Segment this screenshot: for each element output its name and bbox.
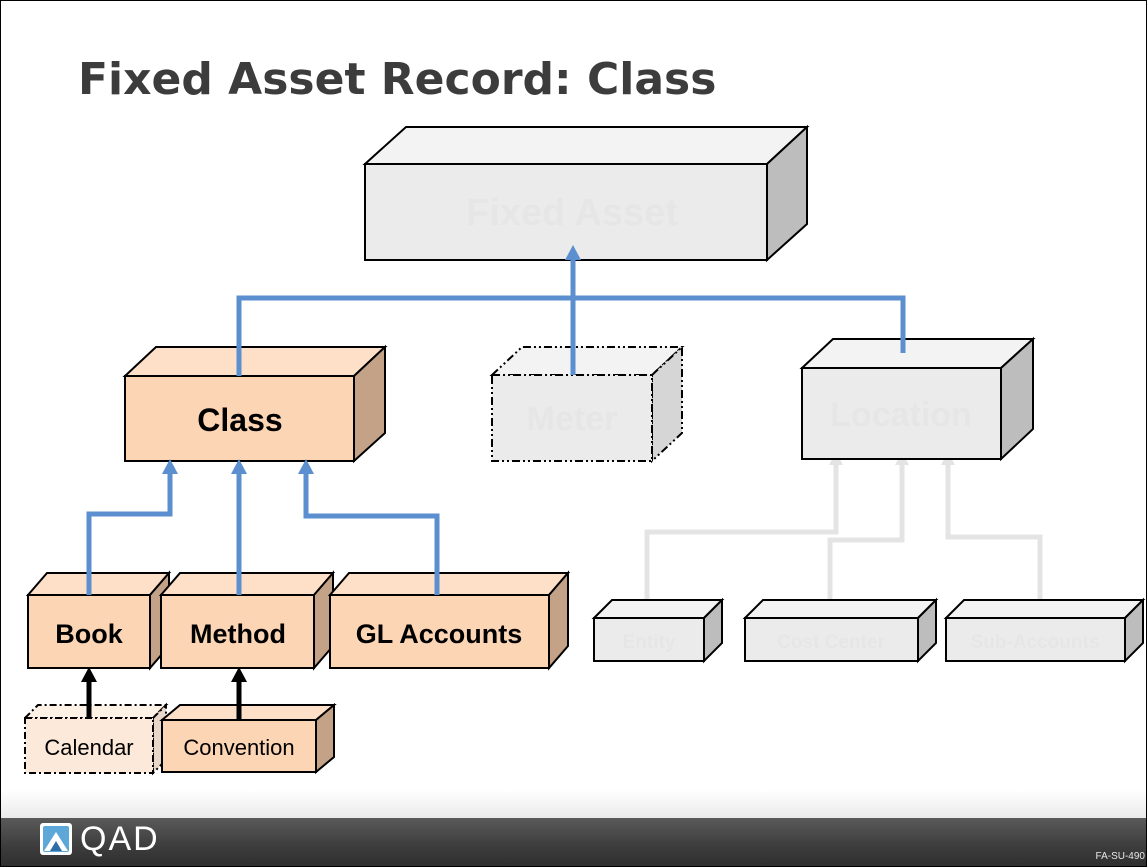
hierarchy-diagram: Fixed Asset Meter Location Class [22,124,1146,776]
costcenter-to-location-connector [827,462,905,600]
qad-logo-icon [40,823,72,855]
entity-box: Entity [591,597,725,664]
subaccounts-to-location-connector [945,462,1043,600]
page-title: Fixed Asset Record: Class [78,54,717,105]
footer-bar [0,818,1147,867]
cost-center-box: Cost Center [742,597,939,664]
calendar-box: Calendar [22,702,169,776]
meter-box: Meter [489,344,685,464]
book-label: Book [55,619,123,649]
gl-accounts-to-class-connector [303,470,440,595]
convention-box: Convention [159,702,337,775]
class-label: Class [197,402,282,438]
fixed-asset-label: Fixed Asset [466,192,678,234]
calendar-arrowhead [81,667,97,682]
gl-accounts-label: GL Accounts [356,619,523,649]
method-arrowhead [231,459,247,474]
fixed-asset-arrowhead [565,245,581,260]
convention-label: Convention [183,735,294,760]
meter-label: Meter [527,400,618,438]
class-to-fixed-asset-connector [236,295,573,376]
qad-logo-text: QAD [80,820,160,858]
fixed-asset-box: Fixed Asset [362,124,810,263]
sub-accounts-box: Sub-Accounts [943,597,1146,664]
qad-logo: QAD [40,822,160,856]
location-connectors [644,452,1043,600]
book-to-class-connector [86,470,173,595]
method-box: Method [158,570,336,671]
location-label: Location [830,396,972,434]
entity-label: Entity [623,632,676,653]
book-arrowhead [162,459,178,474]
method-label: Method [190,619,286,649]
slide-code: FA-SU-490 [1095,851,1145,862]
black-connectors [81,667,247,720]
location-box: Location [799,336,1036,462]
calendar-label: Calendar [44,735,133,760]
location-to-fixed-asset-connector [573,295,906,353]
class-box: Class [122,344,388,464]
convention-arrowhead [231,667,247,682]
sub-accounts-label: Sub-Accounts [971,632,1100,653]
gl-accounts-box: GL Accounts [327,570,571,671]
gl-accounts-arrowhead [298,459,314,474]
entity-to-location-connector [644,462,839,600]
footer-fade [0,790,1147,818]
book-box: Book [25,570,172,671]
blue-connectors [86,245,906,595]
cost-center-label: Cost Center [777,632,885,653]
